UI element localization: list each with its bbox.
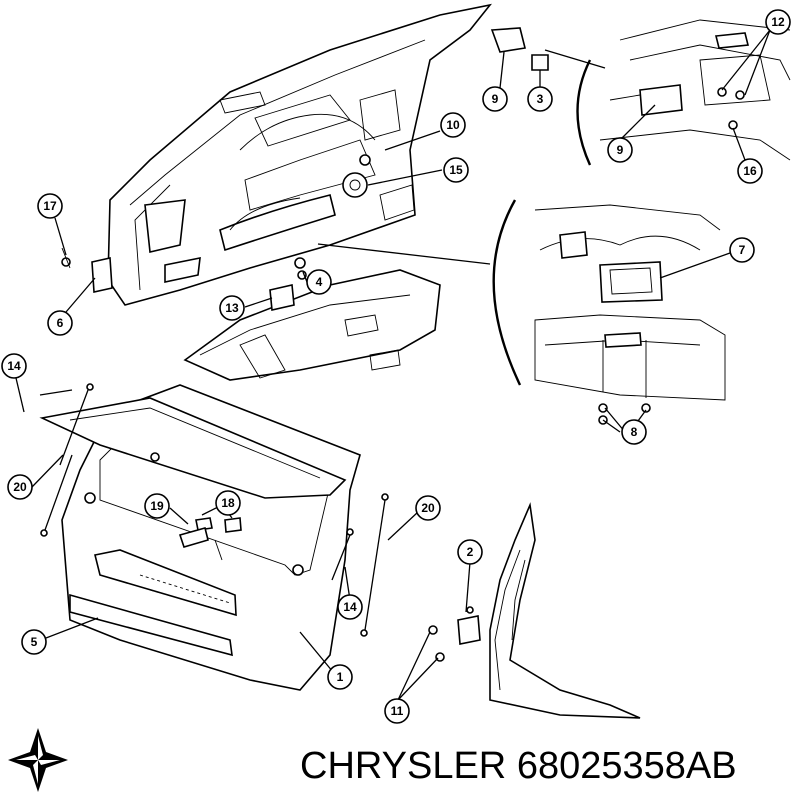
liftgate-outer-view bbox=[39, 383, 389, 691]
callout-14-right: 14 bbox=[337, 594, 363, 620]
svg-text:20: 20 bbox=[13, 480, 27, 494]
brand-name: CHRYSLER bbox=[300, 745, 507, 787]
svg-text:11: 11 bbox=[391, 704, 404, 718]
callout-4: 4 bbox=[306, 269, 332, 295]
svg-text:7: 7 bbox=[739, 243, 746, 257]
svg-text:2: 2 bbox=[467, 545, 474, 559]
callout-10: 10 bbox=[440, 112, 466, 138]
callout-9-hinge: 9 bbox=[482, 86, 508, 112]
callout-8: 8 bbox=[621, 419, 647, 445]
hinge-detail-view bbox=[576, 19, 791, 166]
svg-text:10: 10 bbox=[446, 118, 460, 132]
callout-16: 16 bbox=[737, 158, 763, 184]
svg-text:12: 12 bbox=[771, 15, 785, 29]
svg-text:15: 15 bbox=[449, 163, 463, 177]
part-number: 68025358AB bbox=[516, 745, 737, 787]
zoom-leader-latch bbox=[317, 243, 491, 265]
callout-18: 18 bbox=[215, 490, 241, 516]
zoom-leader-hinge bbox=[544, 49, 606, 69]
part-caption: CHRYSLER 68025358AB bbox=[300, 736, 800, 796]
latch-detail-view bbox=[492, 199, 726, 425]
svg-text:9: 9 bbox=[617, 143, 624, 157]
svg-text:16: 16 bbox=[743, 164, 757, 178]
callout-6: 6 bbox=[47, 310, 73, 336]
body-corner-view bbox=[428, 502, 641, 719]
callout-1: 1 bbox=[327, 664, 353, 690]
svg-text:4: 4 bbox=[316, 275, 323, 289]
svg-text:8: 8 bbox=[631, 425, 638, 439]
svg-text:17: 17 bbox=[43, 199, 57, 213]
svg-text:9: 9 bbox=[492, 92, 499, 106]
callout-9-detail: 9 bbox=[607, 137, 633, 163]
svg-text:3: 3 bbox=[537, 92, 544, 106]
callout-20-left: 20 bbox=[7, 474, 33, 500]
svg-text:14: 14 bbox=[343, 600, 357, 614]
callout-19: 19 bbox=[144, 493, 170, 519]
pentastar-logo-icon bbox=[8, 728, 68, 792]
callout-11: 11 bbox=[384, 698, 410, 724]
callout-14-left: 14 bbox=[1, 353, 27, 379]
callout-2: 2 bbox=[457, 539, 483, 565]
floor-section-view bbox=[61, 247, 441, 381]
callout-12: 12 bbox=[765, 9, 791, 35]
callout-7: 7 bbox=[729, 237, 755, 263]
callout-17: 17 bbox=[37, 193, 63, 219]
callout-bubbles: 1 2 3 4 5 6 7 8 bbox=[1, 9, 791, 724]
callout-13: 13 bbox=[219, 295, 245, 321]
svg-text:14: 14 bbox=[7, 359, 21, 373]
svg-text:13: 13 bbox=[225, 301, 239, 315]
callout-3: 3 bbox=[527, 86, 553, 112]
callout-15: 15 bbox=[443, 157, 469, 183]
svg-text:18: 18 bbox=[221, 496, 235, 510]
svg-text:6: 6 bbox=[57, 316, 64, 330]
svg-text:20: 20 bbox=[421, 501, 435, 515]
callout-5: 5 bbox=[21, 629, 47, 655]
liftgate-inner-view bbox=[107, 3, 549, 306]
svg-text:5: 5 bbox=[31, 635, 38, 649]
callout-20-right: 20 bbox=[415, 495, 441, 521]
svg-text:19: 19 bbox=[150, 499, 164, 513]
svg-text:1: 1 bbox=[337, 670, 344, 684]
